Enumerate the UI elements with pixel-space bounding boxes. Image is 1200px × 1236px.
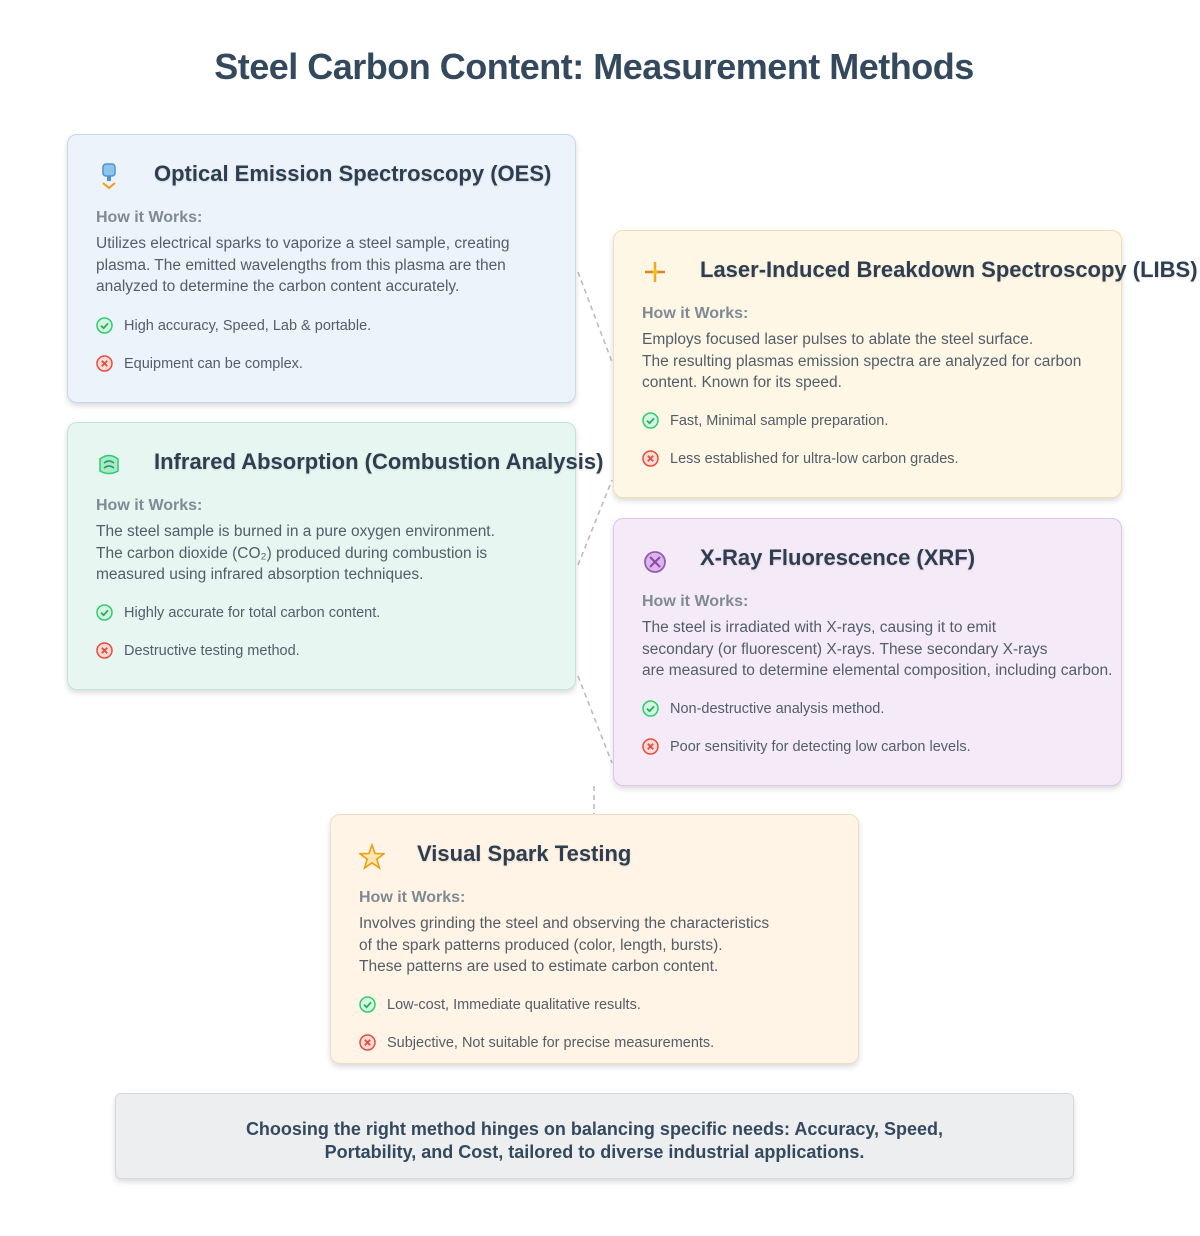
method-con: Subjective, Not suitable for precise mea… — [359, 1034, 714, 1051]
summary-line: Choosing the right method hinges on bala… — [245, 1119, 944, 1139]
how-it-works-label: How it Works: — [96, 209, 203, 226]
method-con: Poor sensitivity for detecting low carbo… — [642, 738, 971, 755]
method-title: X-Ray Fluorescence (XRF) — [700, 545, 976, 570]
method-card-oes: Optical Emission Spectroscopy (OES) How … — [67, 134, 576, 403]
method-card-visual-spark: Visual Spark Testing How it Works: Invol… — [330, 814, 859, 1064]
method-card-libs: Laser-Induced Breakdown Spectroscopy (LI… — [613, 230, 1198, 498]
method-title: Optical Emission Spectroscopy (OES) — [154, 161, 552, 186]
check-circle-icon — [642, 412, 659, 429]
method-card-xrf: X-Ray Fluorescence (XRF) How it Works: T… — [613, 518, 1122, 786]
method-con: Equipment can be complex. — [96, 355, 303, 372]
method-pro: Fast, Minimal sample preparation. — [642, 412, 888, 429]
summary-line: Portability, and Cost, tailored to diver… — [324, 1142, 865, 1162]
method-con: Destructive testing method. — [96, 642, 300, 659]
page-title: Steel Carbon Content: Measurement Method… — [214, 46, 974, 87]
check-circle-icon — [96, 317, 113, 334]
summary-box: Choosing the right method hinges on bala… — [115, 1093, 1074, 1179]
x-circle-icon — [642, 738, 659, 755]
method-description: Utilizes electrical sparks to vaporize a… — [96, 235, 510, 295]
method-pro: Highly accurate for total carbon content… — [96, 604, 380, 621]
method-title: Visual Spark Testing — [417, 841, 632, 866]
method-pro: Non-destructive analysis method. — [642, 700, 884, 717]
method-pro: High accuracy, Speed, Lab & portable. — [96, 317, 371, 334]
method-title: Laser-Induced Breakdown Spectroscopy (LI… — [700, 257, 1198, 282]
x-circle-icon — [642, 450, 659, 467]
spectrometer-icon — [102, 163, 116, 190]
check-circle-icon — [359, 996, 376, 1013]
how-it-works-label: How it Works: — [96, 497, 203, 514]
method-description: Involves grinding the steel and observin… — [359, 915, 770, 975]
x-circle-icon — [96, 355, 113, 372]
how-it-works-label: How it Works: — [359, 889, 466, 906]
method-description: The steel sample is burned in a pure oxy… — [96, 523, 495, 583]
connector-ir-libs — [577, 479, 613, 566]
how-it-works-label: How it Works: — [642, 305, 749, 322]
method-card-ir: Infrared Absorption (Combustion Analysis… — [67, 422, 603, 690]
connector-ir-xrf — [577, 675, 613, 764]
x-circle-icon — [96, 642, 113, 659]
x-circle-icon — [359, 1034, 376, 1051]
method-con: Less established for ultra-low carbon gr… — [642, 450, 959, 467]
check-circle-icon — [96, 604, 113, 621]
method-description: Employs focused laser pulses to ablate t… — [642, 331, 1082, 391]
method-title: Infrared Absorption (Combustion Analysis… — [154, 449, 604, 474]
combustion-icon — [99, 454, 119, 475]
method-pro: Low-cost, Immediate qualitative results. — [359, 996, 641, 1013]
star-icon — [359, 842, 385, 870]
method-description: The steel is irradiated with X-rays, cau… — [642, 619, 1113, 679]
laser-icon — [645, 262, 665, 282]
connector-oes-libs — [577, 271, 613, 363]
how-it-works-label: How it Works: — [642, 593, 749, 610]
xray-icon — [644, 551, 666, 573]
check-circle-icon — [642, 700, 659, 717]
